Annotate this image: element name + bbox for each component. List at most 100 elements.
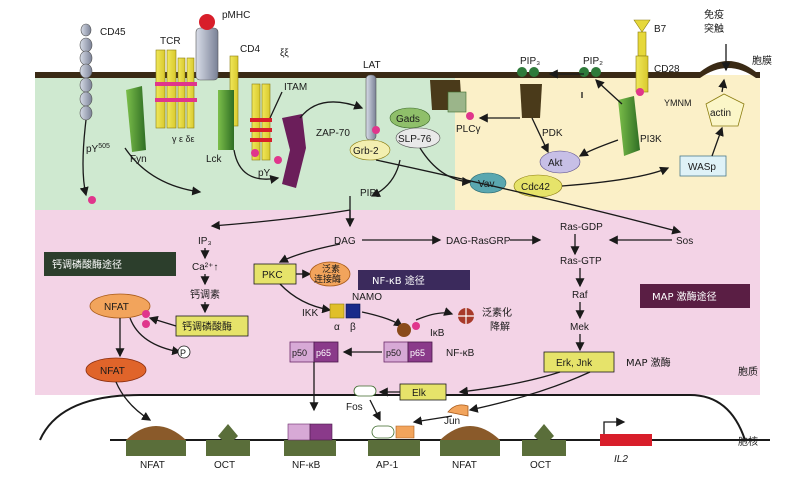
cd45-to-fyn-arrow [79,119,89,197]
fyn-label: Fyn [130,154,147,165]
cd45-label: CD45 [100,27,126,38]
ras-gtp-label: Ras-GTP [560,256,602,267]
slp76-label: SLP-76 [398,134,432,145]
map-pathway-box [640,284,750,308]
nfkb-pathway-box [358,270,470,290]
erk-jnk-label: Erk, Jnk [556,358,593,369]
itam-pointer [269,91,283,119]
ikk-beta [345,303,361,319]
mek-label: Mek [570,322,590,333]
gads-label: Gads [396,114,420,125]
slp-to-vav-arrow [419,147,472,187]
nfat-to-nucleus-arrow [115,381,152,421]
erk-jnk-box [543,351,615,373]
b7-ligand [633,19,651,33]
phosphate-label: P [180,348,186,358]
ub-degrade-line2: 降解 [490,320,510,333]
promoter-label-nfat-1: NFAT [140,460,165,471]
extracellular-region [0,0,792,72]
p50-label-inner: p50 [386,348,401,358]
proteasome-icon [458,308,474,324]
pi3k-to-akt-arrow [578,139,619,157]
erk-to-elk-arrow [458,371,561,396]
tcr-label: TCR [160,36,181,47]
phospho-site [274,156,282,164]
promoter-label-oct-1: OCT [214,460,235,471]
nfat-site-2 [440,440,500,456]
itam-label: ITAM [284,82,307,93]
pi3k-label: PI3K [640,134,662,145]
ap1-fos [371,425,395,439]
il2-label: IL2 [614,454,628,465]
nucleus-label: 胞核 [738,435,758,448]
pi3k-to-pip-arrow [595,79,623,105]
ub-ligase-line2: 连接酶 [314,273,341,284]
calcineurin-to-nfat-arrow [148,315,177,327]
p50-label-active: p50 [292,348,307,358]
membrane-yellow-region [455,75,760,215]
grb2-adaptor [349,139,391,161]
phosphate-circle [177,345,191,359]
fyn-arrow [124,147,202,196]
alpha-label: α [334,322,340,333]
gads-adaptor [389,107,431,129]
cd4-label: CD4 [240,44,260,55]
p65-label-active: p65 [316,348,331,358]
pip3-lipid [517,67,539,77]
zeta-chain [250,83,272,161]
oct-site-1 [206,440,250,456]
fos-gene-icon [353,385,377,397]
nfkb-bound-p65 [309,423,333,441]
cd45-receptor [79,23,93,121]
ap1-jun [395,425,415,439]
beta-label: β [350,322,356,333]
ap1-site [368,440,420,456]
oct-bound-1 [218,424,238,446]
zap70-kinase [282,114,306,188]
dephospho-arrow [129,317,182,356]
akt-label: Akt [548,158,563,169]
calcineurin-label: 钙调磷酸酶 [182,320,232,333]
pmhc-label: pMHC [222,10,250,21]
ikb-degrade-arrow [415,307,454,321]
slp76-adaptor [395,127,441,149]
nfkb-site [284,440,336,456]
jun-protein [447,404,469,417]
nfat-active-label: NFAT [100,366,125,377]
ikk-label: IKK [302,308,318,319]
tcr-complex [155,49,197,129]
ub-ligase-line1: 泛素 [322,263,340,274]
zap70-label: ZAP-70 [316,128,350,139]
oct-bound-2 [534,424,554,446]
nfkb-ikb-complex [383,341,433,363]
b7-label: B7 [654,24,667,35]
gamma-epsilon-label: γ ε δε [172,134,195,144]
phospho-site [372,126,380,134]
xixi-label: ξξ [280,48,289,59]
phospho-site [251,149,259,157]
jun-to-ap1-arrow [412,415,453,426]
promoter-label-nfkb: NF-κB [292,460,321,471]
transcription-start-arrow [603,417,626,434]
jun-label: Jun [444,416,460,427]
akt-kinase [539,150,581,174]
nfat-label: NFAT [104,302,129,313]
oct-site-2 [522,440,566,456]
plcg-label: PLCγ [456,124,480,135]
ub-ligase [309,261,351,287]
elk-label: Elk [412,388,427,399]
calcineurin-pathway-box [44,252,176,276]
map-pathway-label: MAP 激酶途径 [652,290,717,303]
dag-label: DAG [334,236,356,247]
nfkb-active [289,341,339,363]
actin-to-synapse-arrow [718,78,728,93]
nfat-site-1 [126,440,186,456]
actin-label: actin [710,108,731,119]
fos-to-ap1-arrow [369,399,381,422]
pmhc-complex [195,14,219,81]
nuclear-membrane [39,394,746,441]
lck-label: Lck [206,154,223,165]
nfkb-label: NF-κB [446,348,475,359]
pip2-to-ip3-arrow [210,209,351,230]
